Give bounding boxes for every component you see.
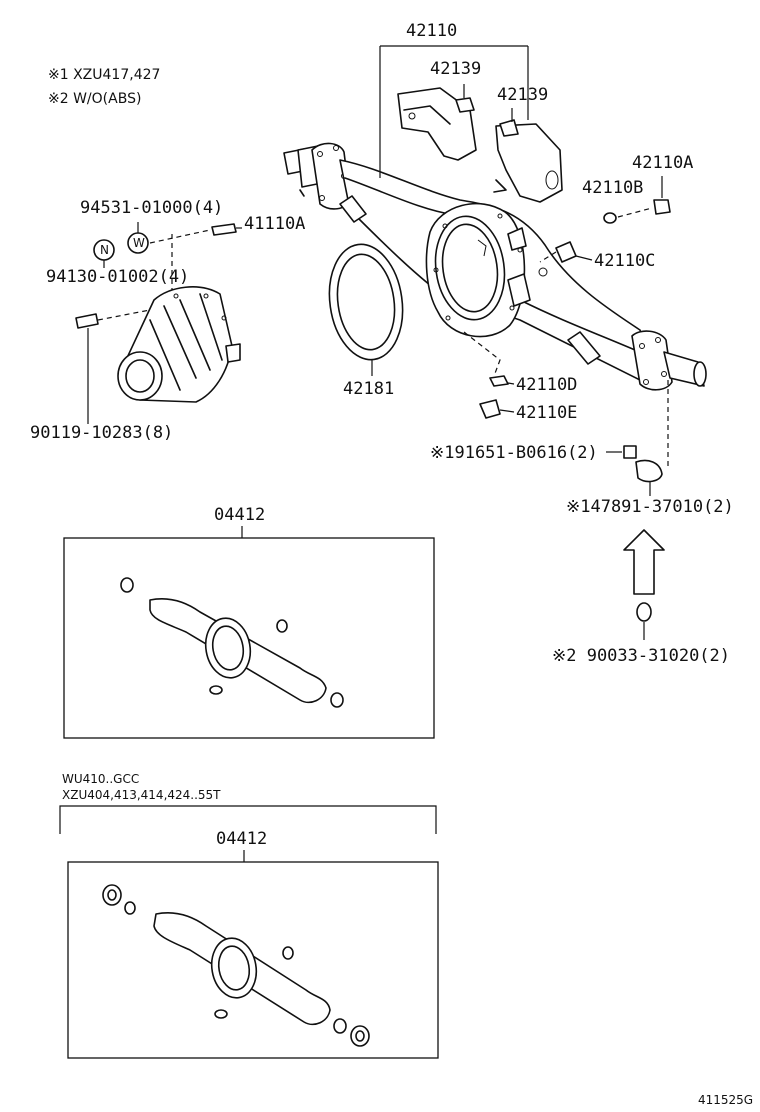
carrier-bolt-90119 bbox=[75, 313, 99, 329]
label-42110: 42110 bbox=[406, 21, 457, 41]
shock-bracket-right bbox=[493, 119, 563, 203]
label-42110D: 42110D bbox=[516, 375, 577, 395]
kit2-box bbox=[67, 861, 439, 1059]
diagram-code: 411525G bbox=[698, 1093, 753, 1107]
gasket-42110D bbox=[489, 375, 509, 387]
sensor-bolt-91651 bbox=[623, 445, 637, 459]
label-42110B: 42110B bbox=[582, 178, 643, 198]
kit2-applicability-line1: WU410..GCC bbox=[62, 772, 139, 786]
plug-42110A bbox=[653, 199, 671, 215]
label-42139-left: 42139 bbox=[430, 59, 481, 79]
stud-bolt-41110A bbox=[211, 223, 237, 236]
washer-mark-w: W bbox=[127, 232, 149, 254]
kit2-applicability-line2: XZU404,413,414,424..55T bbox=[62, 788, 221, 802]
label-94531: 94531-01000(4) bbox=[80, 198, 223, 218]
kit1-label: 04412 bbox=[214, 505, 265, 525]
label-42139-right: 42139 bbox=[497, 85, 548, 105]
plug-42110E bbox=[479, 399, 501, 419]
label-42110A: 42110A bbox=[632, 153, 693, 173]
label-42181: 42181 bbox=[343, 379, 394, 399]
shock-bracket-left bbox=[397, 87, 477, 161]
label-94130: 94130-01002(4) bbox=[46, 267, 189, 287]
label-90119: 90119-10283(8) bbox=[30, 423, 173, 443]
kit2-housing-drawing bbox=[102, 884, 370, 1047]
note-1: ※1 XZU417,427 bbox=[48, 67, 160, 83]
gasket-42110B bbox=[603, 212, 617, 224]
abs-sensor-47891 bbox=[635, 459, 663, 483]
label-91651: ※191651-B0616(2) bbox=[430, 443, 598, 463]
label-42110E: 42110E bbox=[516, 403, 577, 423]
differential-carrier bbox=[117, 286, 241, 403]
kit1-housing-drawing bbox=[120, 577, 344, 708]
mark-n-text: N bbox=[100, 243, 109, 257]
label-42110C: 42110C bbox=[594, 251, 655, 271]
replacement-arrow bbox=[623, 529, 665, 595]
nut-mark-n: N bbox=[93, 239, 115, 261]
breather-42110C bbox=[555, 241, 577, 263]
note-2: ※2 W/O(ABS) bbox=[48, 91, 141, 107]
label-41110A: 41110A bbox=[244, 214, 305, 234]
carrier-gasket-42181 bbox=[328, 243, 404, 361]
label-90033: ※2 90033-31020(2) bbox=[552, 646, 730, 666]
mark-w-text: W bbox=[133, 236, 145, 250]
axle-housing-drawing bbox=[283, 142, 707, 391]
hole-plug-90033 bbox=[636, 602, 652, 622]
kit1-box bbox=[63, 537, 435, 739]
label-47891: ※147891-37010(2) bbox=[566, 497, 734, 517]
kit2-label: 04412 bbox=[216, 829, 267, 849]
